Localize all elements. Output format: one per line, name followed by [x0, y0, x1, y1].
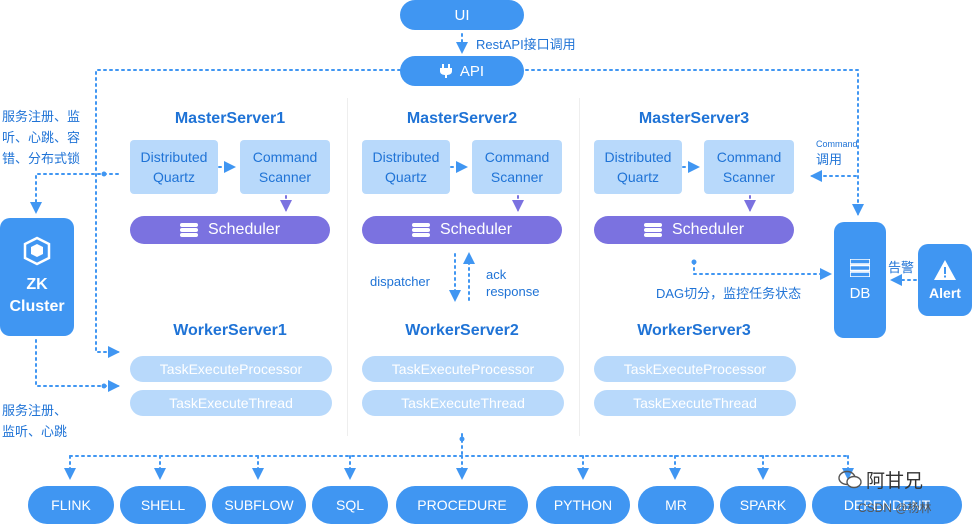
master-zk-note: 服务注册、监 听、心跳、容 错、分布式锁	[2, 109, 81, 166]
watermark-brand-text: 阿甘兄	[866, 471, 924, 492]
dispatcher-label: dispatcher	[370, 274, 430, 289]
worker-server-3-title: WorkerServer3	[637, 322, 751, 339]
command-scanner-2[interactable]: Command Scanner	[472, 140, 562, 194]
command-call-label: 调用	[816, 152, 843, 167]
api-node[interactable]: API	[400, 56, 524, 86]
alert-label: Alert	[929, 284, 961, 301]
master-server-3-title: MasterServer3	[638, 110, 750, 127]
ui-node[interactable]: UI	[400, 0, 524, 30]
plug-icon	[439, 64, 452, 78]
command-scanner-3[interactable]: Command Scanner	[704, 140, 794, 194]
task-sql[interactable]: SQL	[312, 486, 388, 524]
task-execute-thread-3[interactable]: TaskExecuteThread	[594, 390, 796, 416]
ui-label: UI	[454, 6, 470, 24]
task-execute-thread-2[interactable]: TaskExecuteThread	[362, 390, 564, 416]
task-mr[interactable]: MR	[638, 486, 714, 524]
watermark-credit: CSDN @杨林	[858, 501, 932, 515]
scheduler-label: Scheduler	[671, 221, 745, 238]
cube-icon	[23, 236, 51, 266]
task-shell[interactable]: SHELL	[120, 486, 206, 524]
dag-label: DAG切分，监控任务状态	[656, 286, 802, 301]
task-subflow[interactable]: SUBFLOW	[212, 486, 306, 524]
api-label: API	[459, 62, 485, 80]
master-server-2-title: MasterServer2	[406, 110, 518, 127]
task-flink[interactable]: FLINK	[28, 486, 114, 524]
zk-cluster-node[interactable]: ZK Cluster	[0, 218, 74, 336]
distributed-quartz-2[interactable]: Distributed Quartz	[362, 140, 450, 194]
master-server-1-title: MasterServer1	[174, 110, 286, 127]
database-icon	[643, 223, 662, 237]
wechat-icon	[838, 470, 862, 488]
zk-label: ZK Cluster	[9, 276, 65, 315]
scheduler-3[interactable]: Scheduler	[594, 216, 794, 244]
task-procedure[interactable]: PROCEDURE	[396, 486, 528, 524]
task-dependent[interactable]: DEPENDENT	[812, 486, 962, 524]
worker-server-2-title: WorkerServer2	[405, 322, 519, 339]
rest-api-label: RestAPI接口调用	[476, 37, 576, 52]
worker-server-1-title: WorkerServer1	[173, 322, 287, 339]
command-scanner-1[interactable]: Command Scanner	[240, 140, 330, 194]
worker-zk-note: 服务注册、 监听、心跳	[2, 403, 68, 439]
task-execute-thread-1[interactable]: TaskExecuteThread	[130, 390, 332, 416]
scheduler-1[interactable]: Scheduler	[130, 216, 330, 244]
server-icon	[850, 258, 870, 277]
db-node[interactable]: DB	[834, 222, 886, 338]
task-python[interactable]: PYTHON	[536, 486, 630, 524]
scheduler-label: Scheduler	[207, 221, 281, 238]
alert-node[interactable]: Alert	[918, 244, 972, 316]
command-small-label: Command	[816, 139, 858, 149]
alarm-label: 告警	[888, 260, 915, 275]
watermark-brand: 阿甘兄	[838, 466, 923, 493]
database-icon	[411, 223, 430, 237]
warning-icon	[934, 259, 956, 280]
task-execute-processor-3[interactable]: TaskExecuteProcessor	[594, 356, 796, 382]
column-separator	[347, 98, 348, 436]
scheduler-label: Scheduler	[439, 221, 513, 238]
distributed-quartz-3[interactable]: Distributed Quartz	[594, 140, 682, 194]
database-icon	[179, 223, 198, 237]
column-separator	[579, 98, 580, 436]
task-execute-processor-2[interactable]: TaskExecuteProcessor	[362, 356, 564, 382]
task-spark[interactable]: SPARK	[720, 486, 806, 524]
ack-response-label: ack response	[486, 267, 540, 299]
distributed-quartz-1[interactable]: Distributed Quartz	[130, 140, 218, 194]
db-label: DB	[849, 284, 871, 302]
scheduler-2[interactable]: Scheduler	[362, 216, 562, 244]
task-execute-processor-1[interactable]: TaskExecuteProcessor	[130, 356, 332, 382]
